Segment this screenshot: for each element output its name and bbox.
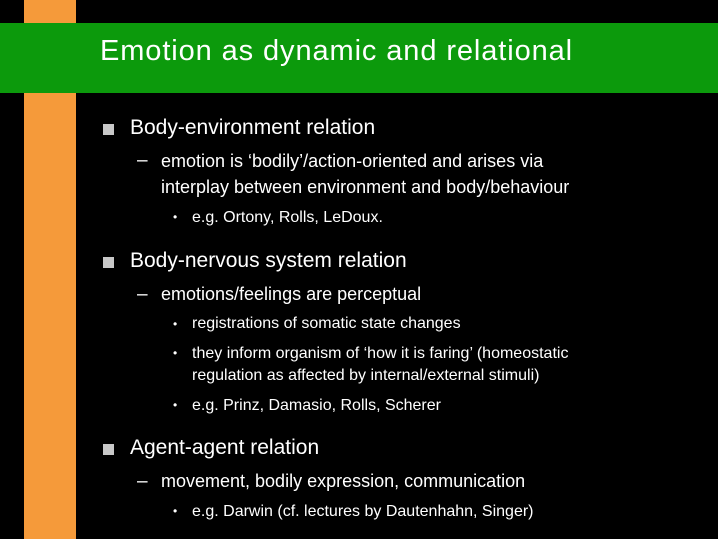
dot-marker: • — [173, 346, 178, 360]
slide-title: Emotion as dynamic and relational — [100, 35, 573, 67]
detail-line: registrations of somatic state changes — [192, 315, 461, 332]
sub-point-line: interplay between environment and body/b… — [161, 177, 570, 197]
detail-line: e.g. Prinz, Damasio, Rolls, Scherer — [192, 397, 441, 414]
square-bullet-icon — [103, 257, 114, 268]
section-heading: Agent-agent relation — [130, 436, 320, 459]
detail-line: they inform organism of ‘how it is farin… — [192, 345, 569, 362]
dash-marker: – — [137, 471, 148, 492]
section-heading: Body-nervous system relation — [130, 249, 407, 272]
square-bullet-icon — [103, 124, 114, 135]
dash-marker: – — [137, 284, 148, 305]
square-bullet-icon — [103, 444, 114, 455]
dot-marker: • — [173, 210, 178, 224]
detail-line: e.g. Ortony, Rolls, LeDoux. — [192, 209, 383, 226]
sub-point-line: movement, bodily expression, communicati… — [161, 471, 526, 491]
detail-line: e.g. Darwin (cf. lectures by Dautenhahn,… — [192, 503, 534, 520]
dot-marker: • — [173, 398, 178, 412]
sub-point-line: emotions/feelings are perceptual — [161, 284, 422, 304]
dot-marker: • — [173, 317, 178, 331]
title-band — [0, 23, 718, 93]
detail-line: regulation as affected by internal/exter… — [192, 367, 540, 384]
dot-marker: • — [173, 504, 178, 518]
sub-point-line: emotion is ‘bodily’/action-oriented and … — [161, 151, 544, 171]
section-heading: Body-environment relation — [130, 116, 376, 139]
dash-marker: – — [137, 150, 148, 171]
